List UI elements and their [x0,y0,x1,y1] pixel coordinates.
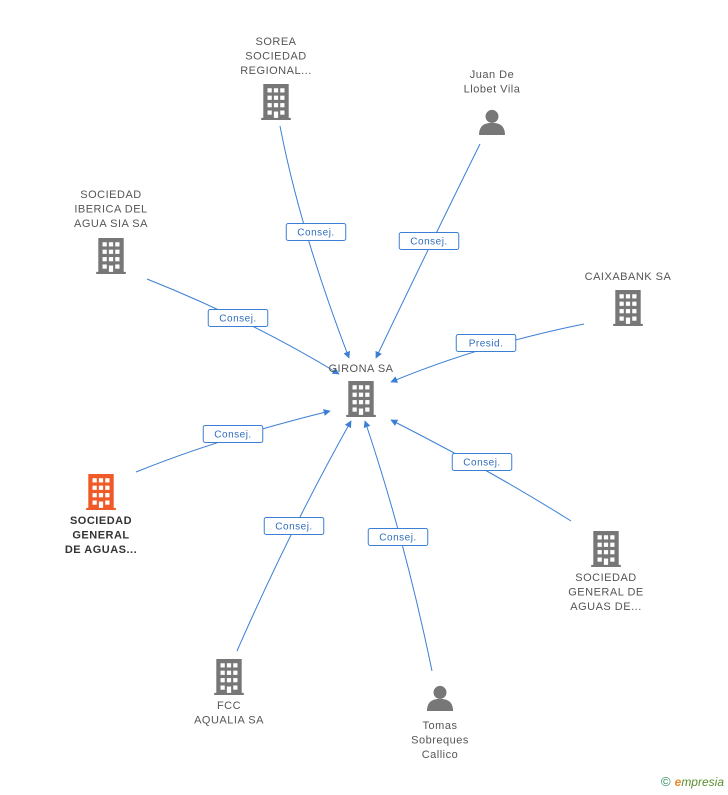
building-icon [86,474,116,510]
edge-label-box[interactable] [398,232,460,250]
edge-line [279,125,351,359]
node-sga_focus[interactable]: SOCIEDAD GENERAL DE AGUAS... [65,474,137,556]
node-label-line: Sobreques [411,735,469,747]
node-label-line: AGUAS DE... [570,601,642,613]
node-label-line: REGIONAL... [240,65,312,77]
edge-label: Consej. [463,458,500,469]
edge-label: Consej. [297,228,334,239]
node-label-line: Tomas [423,720,458,732]
node-juan[interactable]: Juan De Llobet Vila [464,69,521,135]
edge-label: Presid. [469,339,504,350]
node-sorea[interactable]: SOREA SOCIEDAD REGIONAL... [240,36,312,120]
edge-tomas: Consej. [363,420,433,672]
edge-label-box[interactable] [451,453,513,471]
brand-footer: ©empresia [661,774,724,789]
edge-label: Consej. [275,522,312,533]
edge-sorea: Consej. [279,125,351,359]
edge-label: Consej. [214,430,251,441]
edge-label: Consej. [379,533,416,544]
building-icon [613,290,643,326]
edge-fcc: Consej. [236,420,352,652]
edge-sga_focus: Consej. [135,409,331,473]
node-label-line: SOCIEDAD [245,51,306,63]
edge-caixabank: Presid. [390,323,585,383]
building-icon [346,381,376,417]
node-label-line: SOCIEDAD [575,572,636,584]
edge-line [236,420,352,652]
node-sga2[interactable]: SOCIEDAD GENERAL DE AGUAS DE... [568,531,644,613]
edge-label-box[interactable] [367,528,429,546]
edge-line [390,323,585,383]
node-label-line: AGUA SIA SA [74,218,148,230]
edge-label: Consej. [219,314,256,325]
building-icon [96,238,126,274]
edge-sga2: Consej. [390,419,572,522]
brand-logo-initial: e [674,775,682,789]
node-label-line: Callico [422,749,459,761]
building-icon [261,84,291,120]
node-fcc[interactable]: FCC AQUALIA SA [194,659,264,727]
building-icon [591,531,621,567]
node-iberica[interactable]: SOCIEDAD IBERICA DEL AGUA SIA SA [74,189,148,274]
node-label-line: FCC [217,700,241,712]
edge-line [375,143,481,359]
person-icon [479,109,505,135]
building-icon [214,659,244,695]
edge-juan: Consej. [375,143,481,359]
edge-iberica: Consej. [146,278,340,375]
edge-label-box[interactable] [207,309,269,327]
node-label-line: GIRONA SA [328,363,393,375]
edge-label: Consej. [410,237,447,248]
node-label-line: CAIXABANK SA [585,271,672,283]
copyright-symbol: © [661,774,671,789]
node-label-line: DE AGUAS... [65,544,137,556]
node-caixabank[interactable]: CAIXABANK SA [585,271,672,326]
brand-logo-text: mpresia [681,775,724,789]
node-label-line: AQUALIA SA [194,715,264,727]
person-icon [427,685,453,711]
node-label-line: GENERAL [72,530,129,542]
node-label-line: Juan De [470,69,514,81]
edge-label-box[interactable] [263,517,325,535]
center-node[interactable]: GIRONA SA [328,363,393,417]
node-label-line: IBERICA DEL [74,204,147,216]
node-label-line: SOCIEDAD [70,515,132,527]
edge-label-box[interactable] [202,425,264,443]
node-label-line: SOREA [255,36,296,48]
node-label-line: GENERAL DE [568,587,644,599]
node-label-line: Llobet Vila [464,84,521,96]
edge-label-box[interactable] [285,223,347,241]
node-label-line: SOCIEDAD [80,189,141,201]
edge-label-box[interactable] [455,334,517,352]
